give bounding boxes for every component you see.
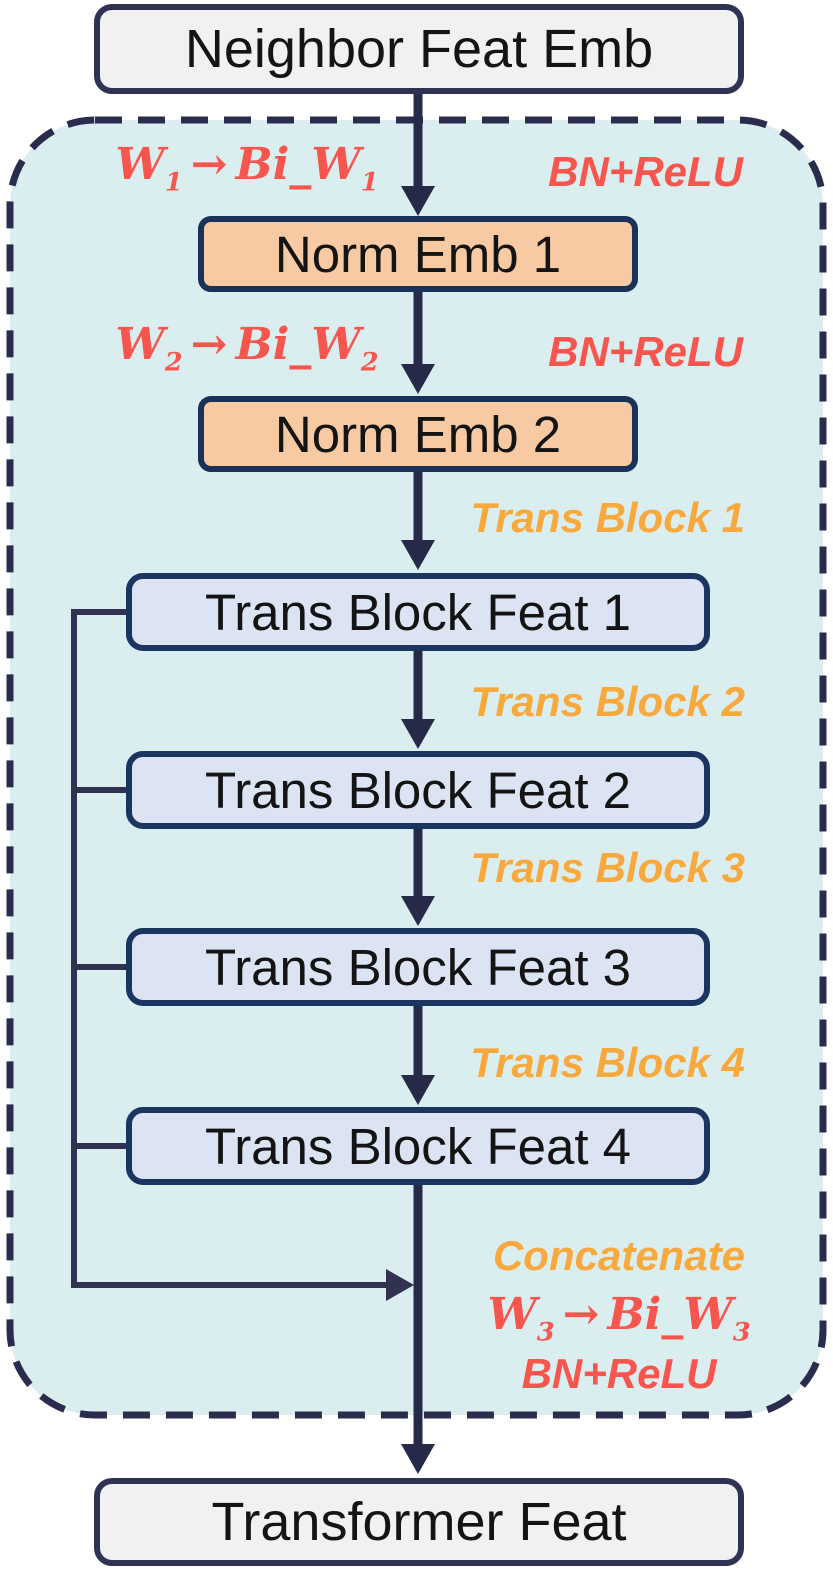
main-flow-arrows	[401, 94, 435, 1474]
w-subscript: 2	[164, 347, 183, 378]
norm-emb-1-label: Norm Emb 1	[274, 225, 562, 283]
bn-relu-label-2: BN+ReLU	[548, 328, 743, 375]
trans-block-feat-4-box: Trans Block Feat 4	[126, 1107, 710, 1185]
weight-label-3: W3→Bi_W3	[458, 1284, 780, 1346]
weight-label-2: W2→Bi_W2	[88, 319, 406, 375]
biw-subscript: 1	[360, 167, 379, 198]
w-subscript: 1	[164, 167, 183, 198]
edge-label-trans-block-3: Trans Block 3	[470, 844, 745, 891]
trans-block-feat-1-box: Trans Block Feat 1	[126, 573, 710, 651]
weight-label-1: W1→Bi_W1	[88, 139, 406, 195]
edge-label-trans-block-4: Trans Block 4	[470, 1039, 745, 1086]
maps-to-arrow-icon: →	[190, 319, 228, 370]
arrowhead-right-icon	[386, 1269, 414, 1301]
biw-base: Bi_W	[235, 139, 361, 190]
arrowhead-down-icon	[401, 1444, 435, 1474]
w-base: W	[115, 139, 165, 190]
concatenate-label: Concatenate	[492, 1232, 746, 1279]
output-box-transformer-feat: Transformer Feat	[94, 1478, 744, 1566]
trans-block-feat-4-label: Trans Block Feat 4	[204, 1117, 632, 1175]
trans-block-feat-3-box: Trans Block Feat 3	[126, 928, 710, 1006]
w-base: W	[487, 1289, 537, 1340]
arrowhead-down-icon	[401, 364, 435, 394]
arrowhead-down-icon	[401, 719, 435, 749]
biw-subscript: 2	[360, 347, 379, 378]
biw-base: Bi_W	[607, 1289, 733, 1340]
bn-relu-label-1: BN+ReLU	[548, 148, 743, 195]
w-subscript: 3	[536, 1317, 555, 1348]
trans-block-feat-2-label: Trans Block Feat 2	[204, 761, 632, 819]
skip-trunk	[71, 609, 386, 1288]
arrowhead-down-icon	[401, 1075, 435, 1105]
w-base: W	[115, 319, 165, 370]
trans-block-feat-1-label: Trans Block Feat 1	[204, 583, 632, 641]
biw-base: Bi_W	[235, 319, 361, 370]
edge-label-trans-block-2: Trans Block 2	[470, 678, 745, 725]
input-box-label: Neighbor Feat Emb	[184, 19, 654, 79]
trans-block-feat-2-box: Trans Block Feat 2	[126, 751, 710, 829]
norm-emb-2-label: Norm Emb 2	[274, 405, 562, 463]
maps-to-arrow-icon: →	[190, 139, 228, 190]
biw-subscript: 3	[732, 1317, 751, 1348]
skip-connection-lines	[71, 609, 386, 1288]
arrowhead-down-icon	[401, 186, 435, 216]
arrowhead-down-icon	[401, 896, 435, 926]
maps-to-arrow-icon: →	[562, 1289, 600, 1340]
output-box-label: Transformer Feat	[211, 1492, 627, 1552]
edge-label-trans-block-1: Trans Block 1	[470, 494, 745, 541]
concatenate-annotation: Concatenate W3→Bi_W3 BN+ReLU	[458, 1228, 780, 1402]
norm-emb-2-box: Norm Emb 2	[198, 396, 638, 472]
trans-block-feat-3-label: Trans Block Feat 3	[204, 938, 632, 996]
input-box-neighbor-feat-emb: Neighbor Feat Emb	[94, 4, 744, 94]
bn-relu-label-3: BN+ReLU	[521, 1350, 717, 1397]
arrowhead-down-icon	[401, 540, 435, 570]
norm-emb-1-box: Norm Emb 1	[198, 216, 638, 292]
